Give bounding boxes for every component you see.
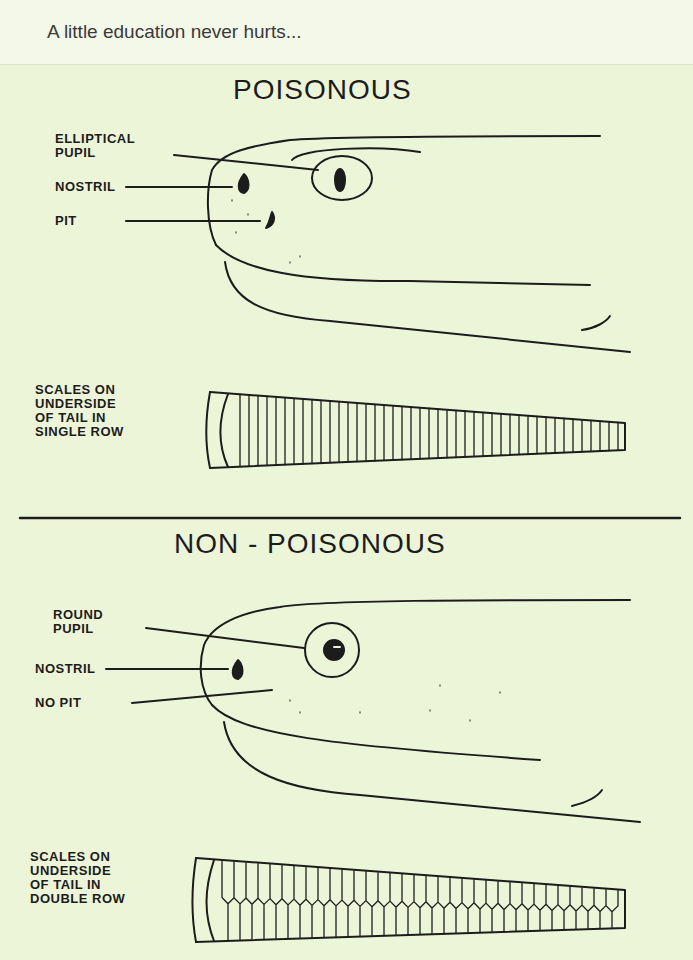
section-heading: NON - POISONOUS [174,528,446,560]
mouth-line [212,705,540,760]
part-label: ROUND PUPIL [53,608,143,636]
nostril [233,660,243,679]
pupil-highlight [334,646,340,648]
leader-line [174,155,318,170]
divider [20,517,680,520]
leader-line [126,186,232,188]
neck-line [224,722,640,822]
mouth-line [216,245,590,285]
tail-strip [196,858,625,942]
post-caption: A little education never hurts... [47,21,302,43]
neck-line [225,262,630,352]
head-outline [208,136,600,245]
eye [312,156,372,200]
elliptical-pupil [335,169,345,191]
section-heading: POISONOUS [233,74,412,106]
tail-tip [192,858,214,942]
eye [305,623,359,677]
head-outline [201,600,630,705]
part-label: NOSTRIL [35,662,103,676]
pit [266,212,274,228]
part-label: PIT [55,214,115,228]
round-pupil [324,640,344,660]
leader-line [132,690,272,703]
tail-tip [206,392,228,468]
scale-note: SCALES ON UNDERSIDE OF TAIL IN SINGLE RO… [35,383,131,439]
jaw-tick [582,316,610,330]
part-label: NO PIT [35,696,125,710]
scale-note: SCALES ON UNDERSIDE OF TAIL IN DOUBLE RO… [30,850,126,906]
jaw-tick [572,790,602,806]
tail-strip [210,392,625,468]
leader-line [106,668,228,670]
nostril [239,174,249,193]
leader-line [146,628,304,648]
part-label: ELLIPTICAL PUPIL [55,132,165,160]
single-row-scales [240,394,618,467]
double-row-scales [222,861,618,940]
leader-line [126,220,260,222]
part-label: NOSTRIL [55,180,123,194]
